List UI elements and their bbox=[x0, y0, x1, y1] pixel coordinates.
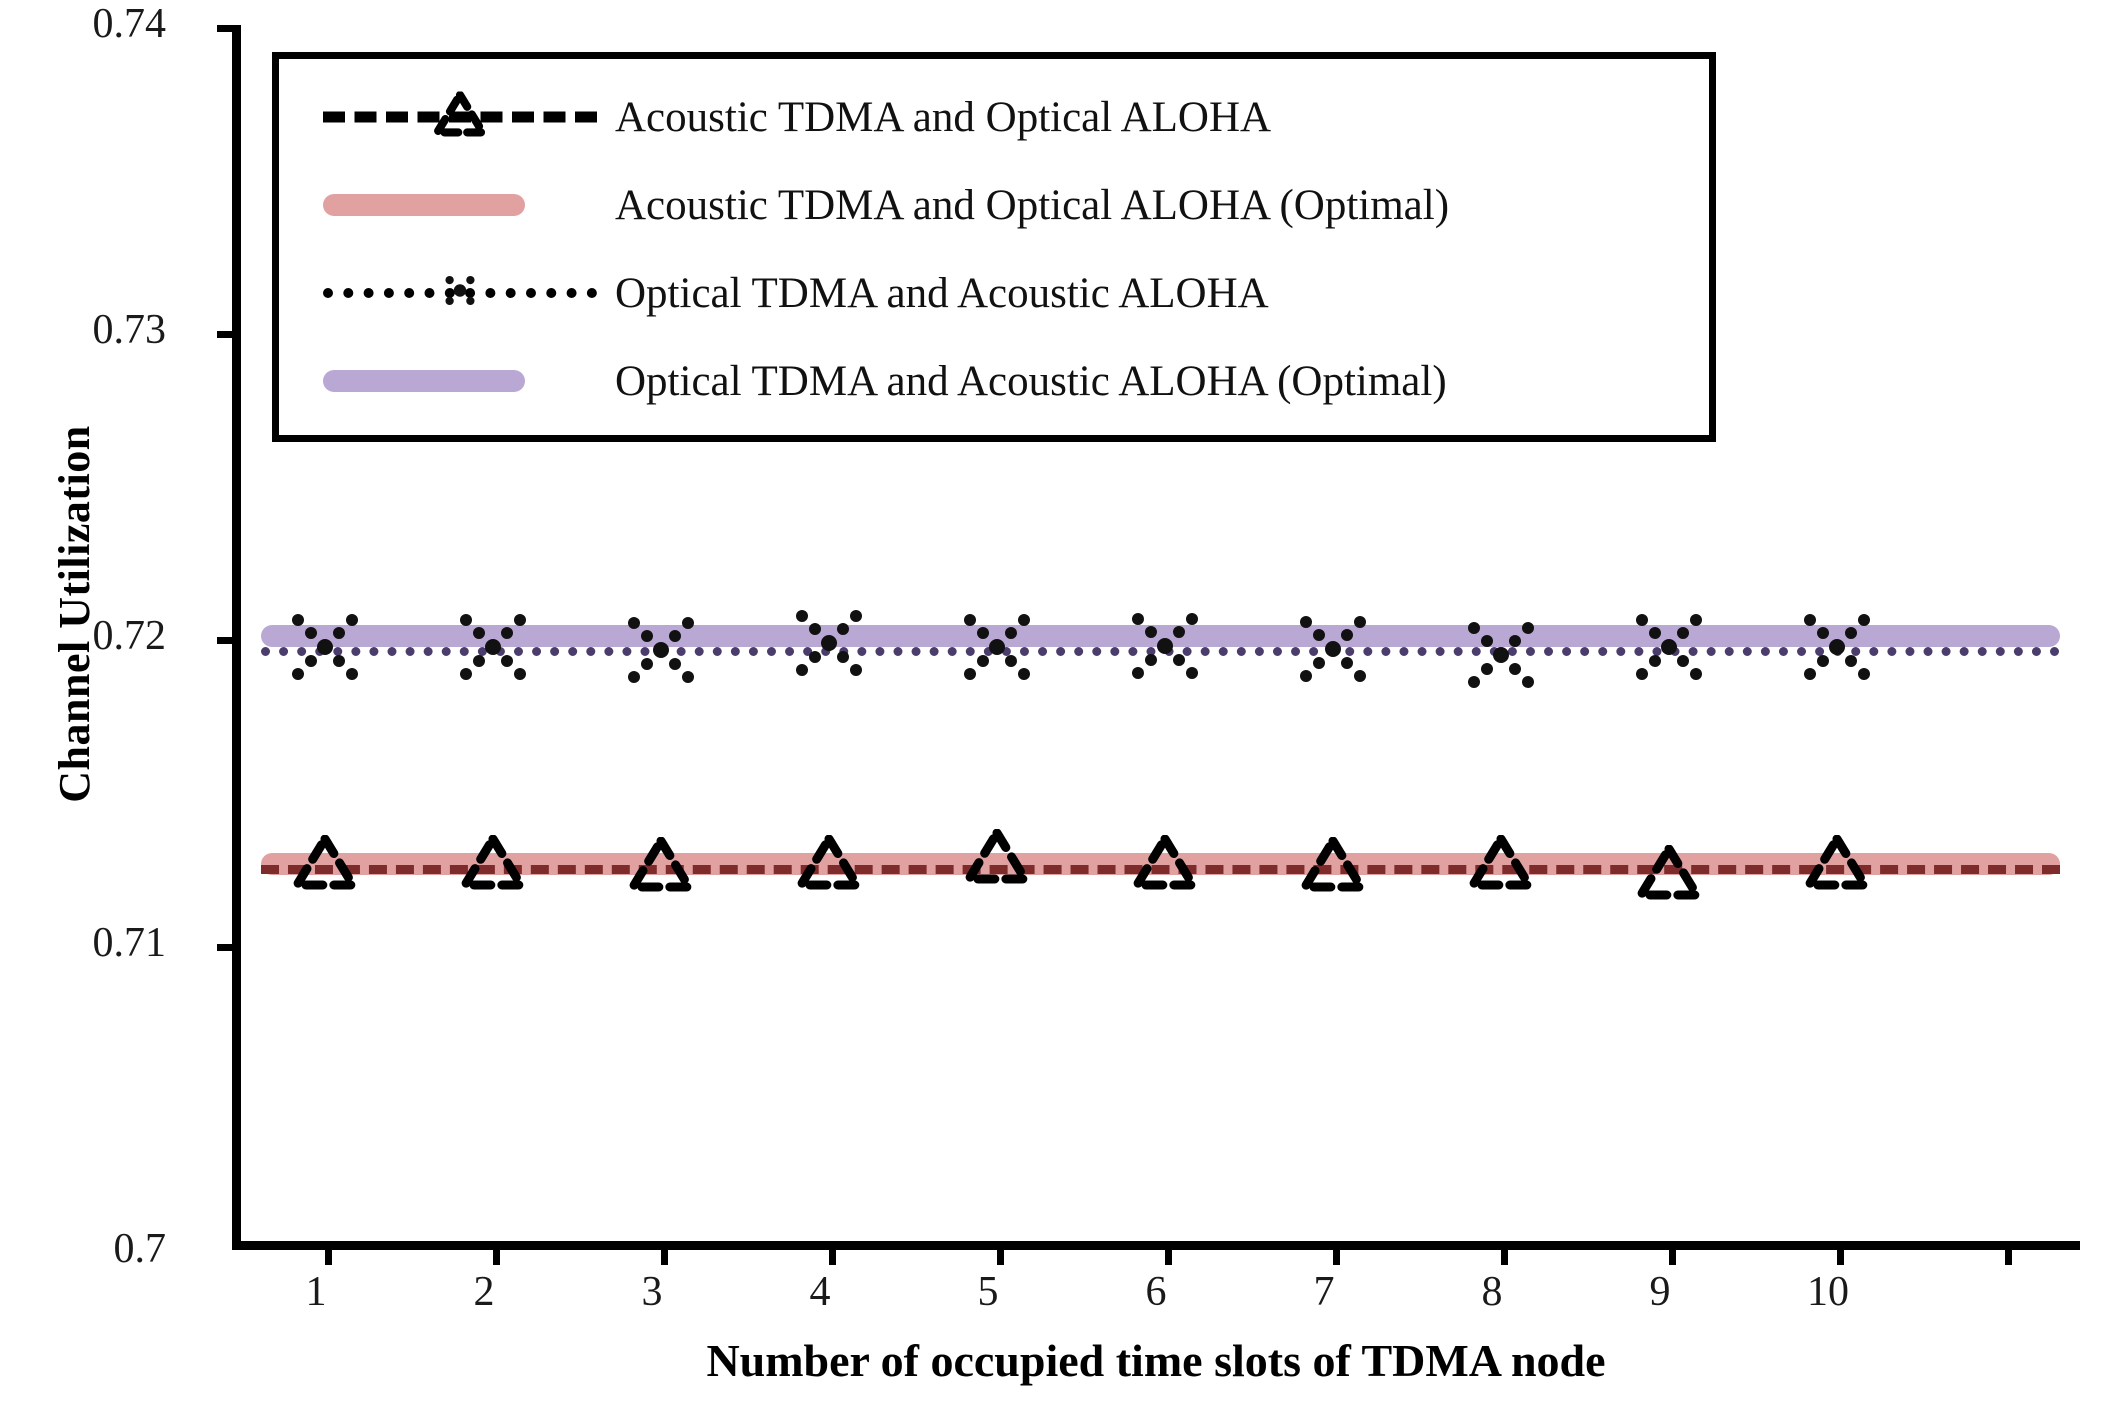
triangle-icon bbox=[430, 87, 490, 143]
x-tick-mark bbox=[493, 1241, 500, 1265]
legend-label: Acoustic TDMA and Optical ALOHA bbox=[615, 93, 1272, 141]
data-point-marker-triangle bbox=[1128, 830, 1202, 891]
data-point-marker-x bbox=[958, 608, 1036, 686]
data-point-marker-triangle bbox=[624, 832, 698, 893]
data-point-marker-x bbox=[1126, 607, 1204, 685]
x-tick-label: 8 bbox=[1481, 1269, 1503, 1315]
legend-label: Optical TDMA and Acoustic ALOHA (Optimal… bbox=[615, 357, 1447, 405]
legend-item[interactable]: Acoustic TDMA and Optical ALOHA bbox=[279, 73, 1709, 161]
series-line-acoustic-optical bbox=[261, 865, 2060, 874]
y-tick-label: 0.74 bbox=[92, 1, 167, 47]
x-tick-mark bbox=[2005, 1241, 2012, 1265]
data-point-marker-triangle bbox=[1632, 840, 1706, 901]
data-point-marker-x bbox=[454, 608, 532, 686]
legend-label: Acoustic TDMA and Optical ALOHA (Optimal… bbox=[615, 181, 1450, 229]
legend-key-red-band bbox=[315, 175, 605, 235]
x-tick-mark bbox=[1165, 1241, 1172, 1265]
x-tick-mark bbox=[1837, 1241, 1844, 1265]
data-point-marker-triangle bbox=[456, 830, 530, 891]
legend-key-purple-band bbox=[315, 351, 605, 411]
legend-item[interactable]: Acoustic TDMA and Optical ALOHA (Optimal… bbox=[279, 161, 1709, 249]
data-point-marker-triangle bbox=[1464, 830, 1538, 891]
legend-key-dashed-triangle bbox=[315, 87, 605, 147]
x-axis-title: Number of occupied time slots of TDMA no… bbox=[706, 1335, 1606, 1386]
y-tick-label: 0.73 bbox=[92, 307, 167, 353]
data-point-marker-x bbox=[1462, 616, 1540, 694]
x-tick-mark bbox=[1669, 1241, 1676, 1265]
x-tick-mark bbox=[997, 1241, 1004, 1265]
x-tick-mark bbox=[661, 1241, 668, 1265]
legend-key-dotted-x bbox=[315, 263, 605, 323]
data-point-marker-x bbox=[286, 608, 364, 686]
data-point-marker-triangle bbox=[792, 830, 866, 891]
data-point-marker-triangle bbox=[960, 824, 1034, 885]
legend-item[interactable]: Optical TDMA and Acoustic ALOHA bbox=[279, 249, 1709, 337]
x-tick-label: 5 bbox=[977, 1269, 999, 1315]
series-band-optical-optimal bbox=[261, 625, 2060, 647]
y-tick-label: 0.7 bbox=[113, 1226, 167, 1272]
legend-item[interactable]: Optical TDMA and Acoustic ALOHA (Optimal… bbox=[279, 337, 1709, 425]
data-point-marker-triangle bbox=[1800, 830, 1874, 891]
y-tick-mark bbox=[217, 944, 241, 951]
x-marker-icon bbox=[433, 264, 487, 323]
x-tick-mark bbox=[325, 1241, 332, 1265]
data-point-marker-x bbox=[1798, 608, 1876, 686]
y-tick-mark bbox=[217, 25, 241, 32]
legend-label: Optical TDMA and Acoustic ALOHA bbox=[615, 269, 1269, 317]
data-point-marker-x bbox=[1294, 610, 1372, 688]
x-tick-label: 10 bbox=[1807, 1269, 1849, 1315]
x-tick-mark bbox=[1333, 1241, 1340, 1265]
y-tick-label: 0.71 bbox=[92, 920, 167, 966]
x-tick-label: 3 bbox=[641, 1269, 663, 1315]
data-point-marker-triangle bbox=[1296, 832, 1370, 893]
x-tick-label: 1 bbox=[305, 1269, 327, 1315]
x-tick-label: 6 bbox=[1145, 1269, 1167, 1315]
y-tick-mark bbox=[217, 331, 241, 338]
y-tick-label: 0.72 bbox=[92, 613, 167, 659]
data-point-marker-x bbox=[790, 604, 868, 682]
x-tick-label: 4 bbox=[809, 1269, 831, 1315]
chart-legend: Acoustic TDMA and Optical ALOHA Acoustic… bbox=[272, 52, 1716, 442]
data-point-marker-triangle bbox=[288, 830, 362, 891]
data-point-marker-x bbox=[622, 611, 700, 689]
x-tick-mark bbox=[829, 1241, 836, 1265]
data-point-marker-x bbox=[1630, 608, 1708, 686]
y-tick-mark bbox=[217, 637, 241, 644]
x-tick-mark bbox=[1501, 1241, 1508, 1265]
x-tick-label: 7 bbox=[1313, 1269, 1335, 1315]
x-tick-label: 2 bbox=[473, 1269, 495, 1315]
x-tick-label: 9 bbox=[1649, 1269, 1671, 1315]
